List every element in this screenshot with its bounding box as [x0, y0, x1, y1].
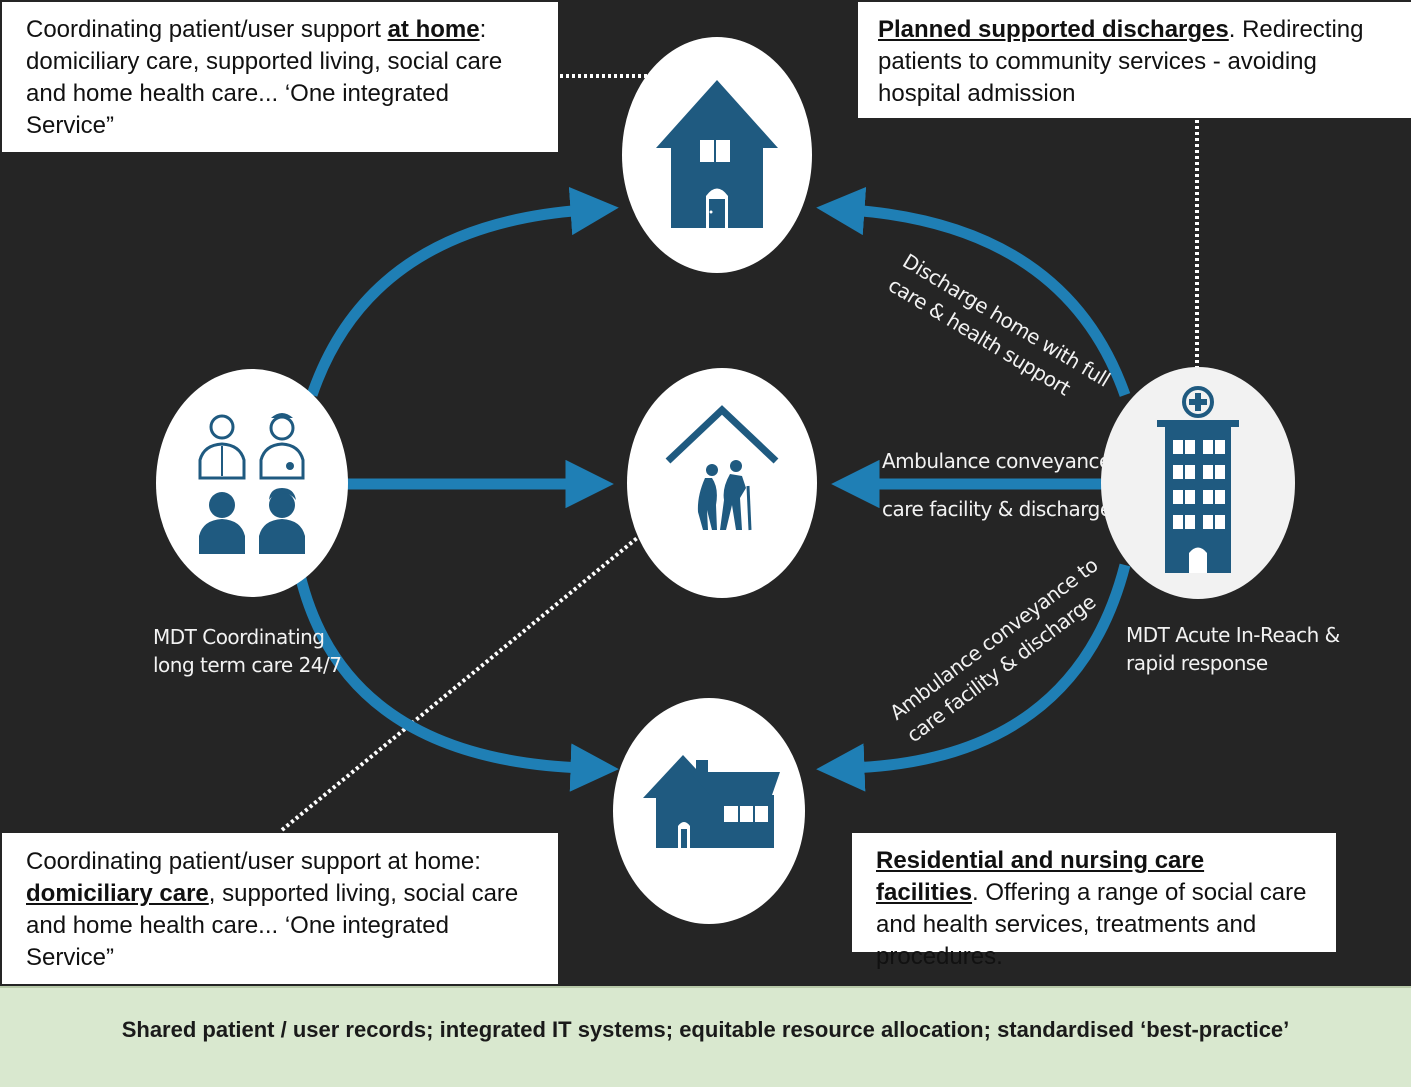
residential-facility-icon	[643, 755, 780, 848]
medical-team-icon	[198, 413, 305, 554]
callout-residential-care-keyword: Residential and nursing care facilities	[876, 847, 1205, 906]
callout-planned-discharges: Planned supported discharges. Redirectin…	[858, 2, 1411, 118]
house-icon	[656, 80, 778, 228]
callout-domiciliary-care-text-1: Coordinating patient/user support at hom…	[26, 848, 481, 875]
arrow-team-to-home	[306, 186, 619, 397]
arrow-hospital-to-home	[816, 186, 1131, 397]
flow-arrows	[294, 186, 1131, 792]
hospital-icon	[1157, 386, 1239, 573]
label-mdt-left: MDT Coordinating long term care 24/7	[153, 625, 342, 677]
callout-home-support-text-2: : domiciliary care, supported living, so…	[26, 16, 503, 139]
callout-domiciliary-care-keyword: domiciliary care	[26, 880, 209, 907]
footer-banner: Shared patient / user records; integrate…	[0, 986, 1411, 1087]
callout-home-support: Coordinating patient/user support at hom…	[2, 2, 558, 152]
label-ambulance-middle-1: Ambulance conveyance to	[882, 449, 1136, 473]
callout-planned-discharges-keyword: Planned supported discharges	[878, 16, 1229, 43]
label-ambulance-middle-2: care facility & discharge	[882, 497, 1112, 521]
node-home	[622, 37, 812, 273]
elderly-care-home-icon	[665, 405, 779, 531]
dotted-connectors	[280, 74, 1199, 832]
callout-planned-discharges-text: . Redirecting patients to community serv…	[878, 16, 1364, 107]
node-care-home	[627, 368, 817, 598]
arrow-team-to-facility	[294, 573, 619, 792]
callout-home-support-keyword: at home	[387, 16, 480, 43]
node-facility	[613, 698, 805, 924]
callout-residential-care: Residential and nursing care facilities.…	[852, 833, 1336, 970]
label-mdt-right: MDT Acute In-Reach & rapid response	[1126, 623, 1340, 675]
node-medical-team	[156, 369, 348, 597]
callout-residential-care-text: . Offering a range of social care and he…	[876, 879, 1307, 970]
arrow-hospital-to-facility	[816, 563, 1131, 792]
connector-bottom-left	[280, 532, 644, 832]
callout-home-support-text-1: Coordinating patient/user support	[26, 16, 388, 43]
callout-domiciliary-care-text-2: , supported living, social care and home…	[26, 880, 519, 971]
callout-domiciliary-care: Coordinating patient/user support at hom…	[2, 833, 558, 984]
medical-team-circle	[156, 369, 348, 597]
care-home-circle	[627, 368, 817, 598]
node-hospital	[1101, 367, 1295, 599]
